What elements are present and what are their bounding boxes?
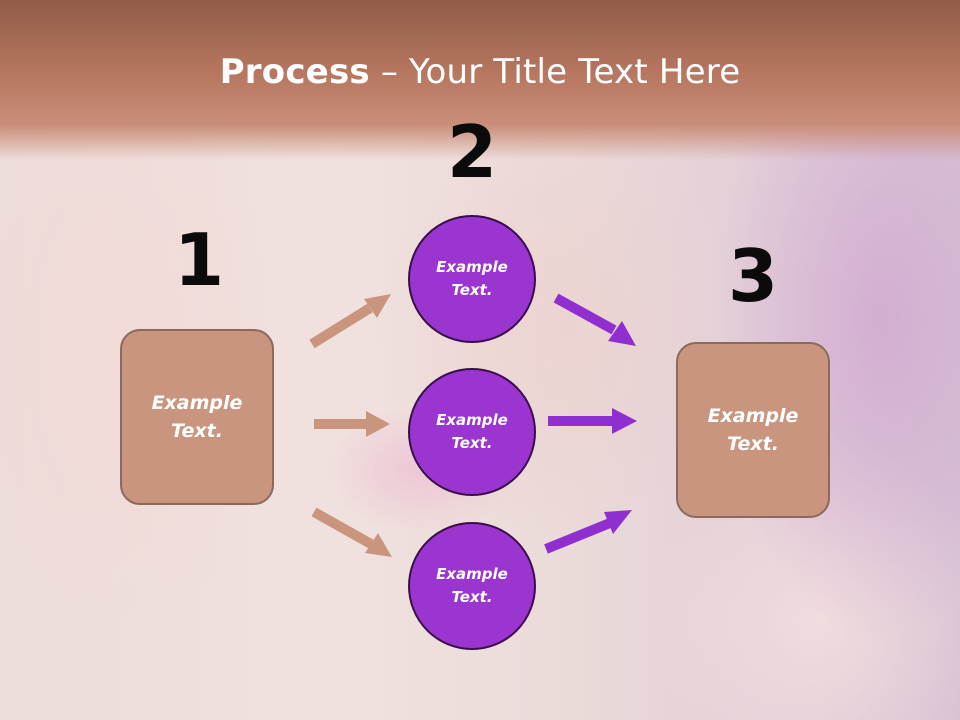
arrow-right-lower-head [604, 510, 632, 534]
arrow-left-lower-head [365, 533, 392, 557]
slide-title-bold: Process [219, 52, 370, 92]
arrow-left-upper-head [364, 294, 391, 318]
step3-box: Example Text. [676, 342, 830, 518]
arrow-left-upper [309, 303, 373, 349]
step2-circle-2-label: Example Text. [436, 410, 508, 452]
slide-title-rest: – Your Title Text Here [369, 52, 741, 92]
step2-circle-1-label: Example Text. [436, 257, 508, 299]
stage-number-1: 1 [173, 218, 225, 302]
step2-circle-1: Example Text. [408, 215, 536, 343]
step1-box: Example Text. [120, 329, 274, 505]
arrow-left-middle-head [366, 411, 390, 437]
stage-number-2: 2 [446, 110, 498, 194]
step1-label: Example Text. [151, 391, 243, 443]
arrow-right-middle-head [612, 408, 637, 434]
title-banner [0, 0, 960, 160]
arrow-right-lower [544, 518, 612, 554]
arrow-right-upper-head [608, 321, 636, 346]
step2-circle-2: Example Text. [408, 368, 536, 496]
arrow-left-lower [311, 507, 374, 549]
step3-label: Example Text. [707, 404, 799, 456]
arrow-right-upper [553, 293, 617, 335]
stage-number-3: 3 [727, 234, 779, 318]
step2-circle-3-label: Example Text. [436, 564, 508, 606]
slide-title: Process – Your Title Text Here [0, 52, 960, 92]
step2-circle-3: Example Text. [408, 522, 536, 650]
